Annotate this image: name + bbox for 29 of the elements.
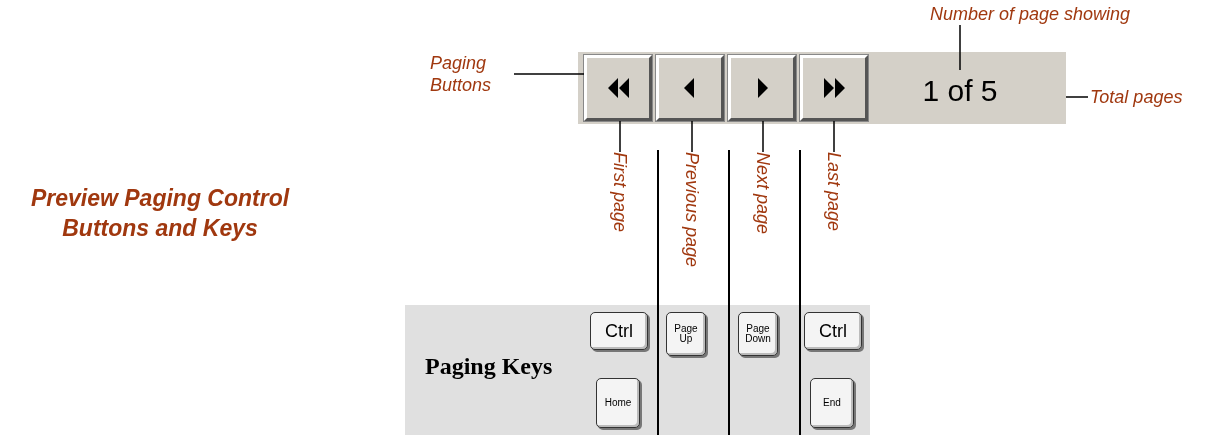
page-counter: 1 of 5: [905, 70, 1015, 112]
leader-line: [619, 120, 621, 153]
pager-button: [728, 55, 796, 121]
leader-line: [513, 73, 585, 75]
pager-button: [656, 55, 724, 121]
leader-line: [762, 120, 764, 153]
leader-line: [1065, 96, 1089, 98]
callout-text: First page: [609, 152, 631, 233]
keyboard-key: Ctrl: [590, 312, 648, 350]
keyboard-key: Page Up: [666, 312, 706, 356]
callout-text: Next page: [752, 152, 774, 235]
callout-text: Previous page: [681, 152, 703, 268]
keyboard-key: Ctrl: [804, 312, 862, 350]
keys-panel: [405, 305, 870, 435]
callout-text: Last page: [823, 152, 845, 232]
keyboard-key: Page Down: [738, 312, 778, 356]
leader-line: [959, 24, 961, 71]
keyboard-key: Home: [596, 378, 640, 428]
callout-text: Number of page showing: [930, 3, 1180, 25]
leader-line: [833, 120, 835, 153]
keyboard-key: End: [810, 378, 854, 428]
panel-heading: Paging Keys: [425, 353, 553, 380]
diagram-title: Preview Paging Control Buttons and Keys: [29, 184, 291, 243]
callout-text: Paging Buttons: [430, 52, 512, 96]
leader-line: [691, 120, 693, 153]
pager-bar: [578, 52, 1066, 124]
pager-button: [584, 55, 652, 121]
pager-button: [800, 55, 868, 121]
callout-text: Total pages: [1090, 86, 1205, 108]
